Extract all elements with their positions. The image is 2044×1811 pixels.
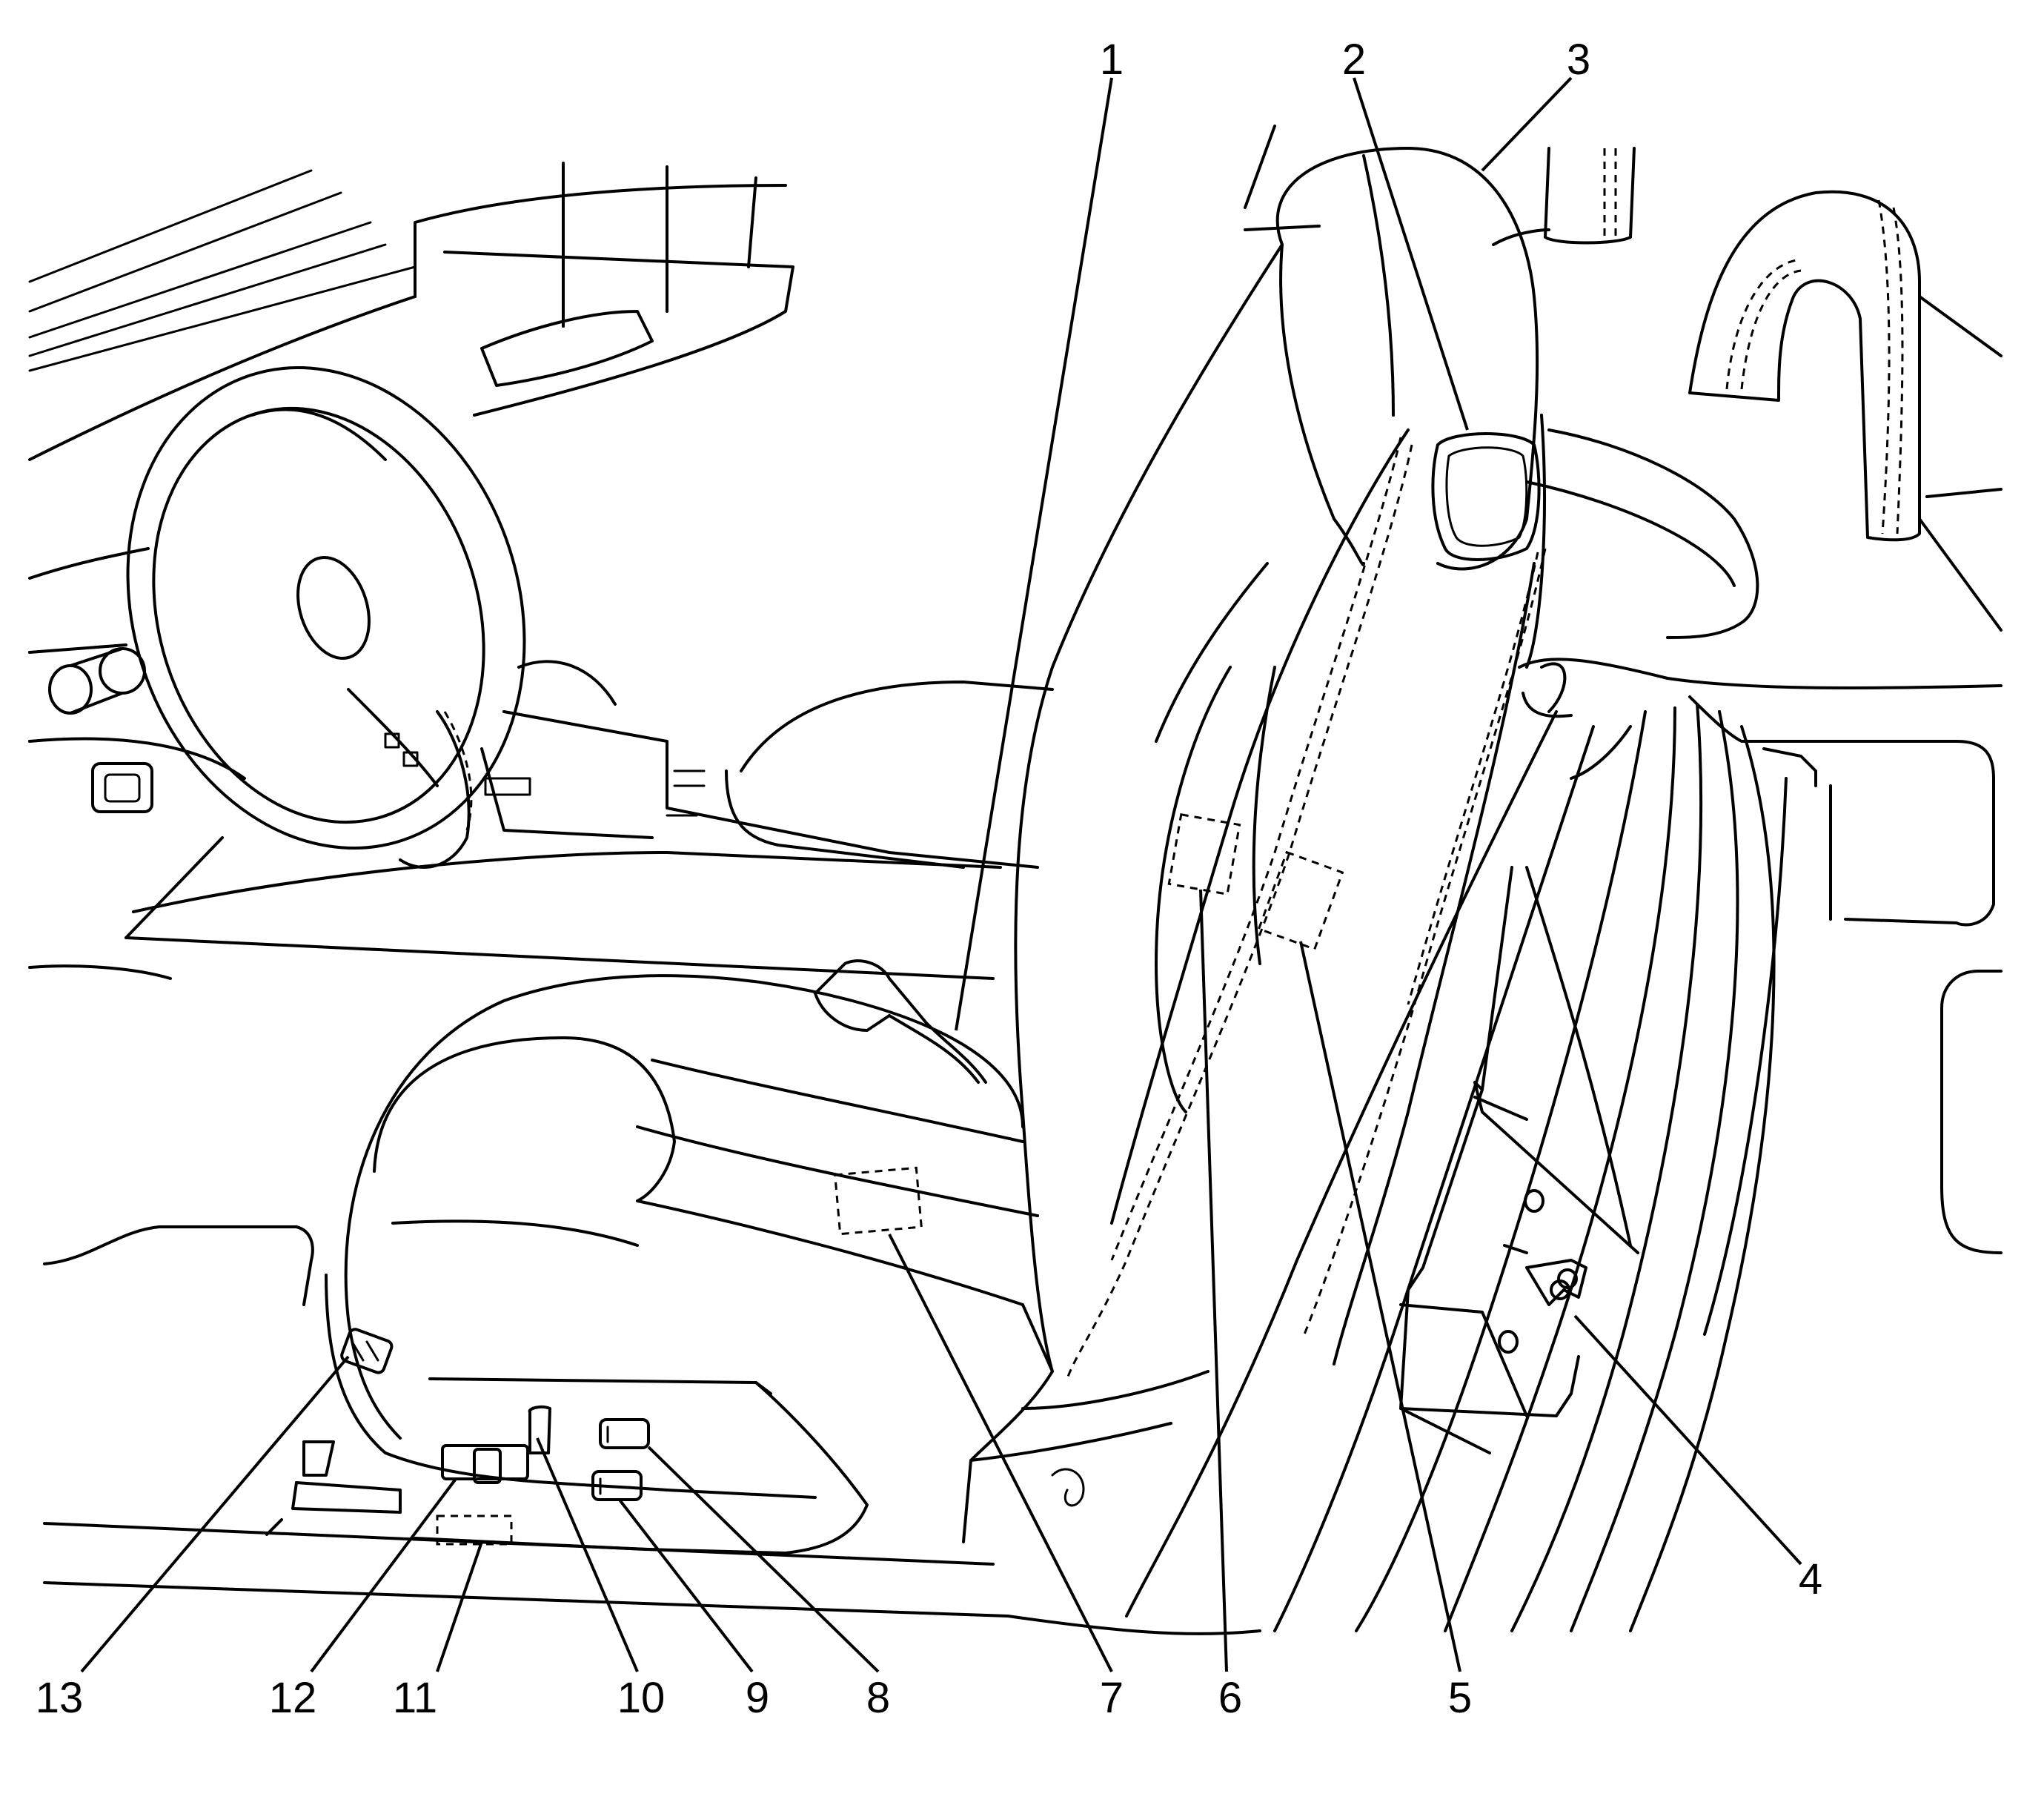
leader-13 (80, 1355, 350, 1673)
leader-8 (647, 1446, 880, 1673)
leader-2 (1353, 77, 1469, 431)
center-console (125, 660, 1054, 980)
hidden-components (834, 813, 1344, 1236)
passenger-seat (1244, 125, 2002, 639)
leader-7 (888, 1234, 1113, 1672)
leader-6 (1199, 889, 1228, 1672)
callout-8: 8 (866, 1674, 890, 1722)
callout-2: 2 (1342, 36, 1366, 84)
seat-switches (340, 1328, 650, 1546)
callout-13: 13 (36, 1674, 84, 1722)
door-pillar (1125, 658, 2002, 1632)
leader-9 (617, 1497, 754, 1673)
callout-3: 3 (1567, 36, 1590, 84)
left-dash-switch (91, 762, 153, 813)
leader-1 (955, 77, 1113, 1031)
leader-5 (1299, 941, 1461, 1672)
steering-wheel (126, 366, 526, 869)
leader-4 (1573, 1314, 1802, 1566)
leader-12 (310, 1477, 457, 1673)
leader-10 (536, 1437, 639, 1672)
leader-3 (1481, 76, 1573, 172)
callout-6: 6 (1218, 1674, 1242, 1722)
callout-7: 7 (1100, 1674, 1124, 1722)
callout-10: 10 (617, 1674, 666, 1722)
driver-seat (265, 147, 1547, 1555)
callout-5: 5 (1448, 1674, 1472, 1722)
callout-9: 9 (746, 1674, 769, 1722)
leader-11 (436, 1541, 483, 1672)
leader-lines (80, 76, 1802, 1673)
callout-4: 4 (1799, 1555, 1822, 1603)
callout-1: 1 (1100, 36, 1124, 84)
callout-11: 11 (393, 1674, 437, 1722)
callout-labels: 1 2 3 4 5 6 7 8 9 10 11 12 13 (36, 36, 1822, 1722)
dashboard (28, 162, 794, 780)
callout-12: 12 (269, 1674, 317, 1722)
